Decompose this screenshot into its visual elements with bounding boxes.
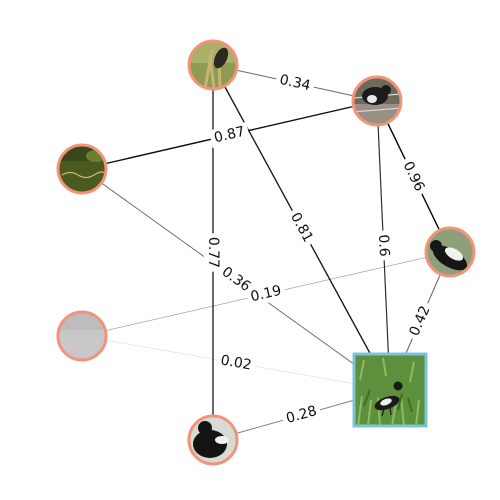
edge-weight-text: 0.19 (249, 283, 283, 306)
edge-weight-label: 0.42 (404, 299, 436, 343)
edge-label-background (208, 121, 251, 149)
graph-node-thumbnail[interactable] (351, 75, 403, 127)
edge-weight-label: 0.34 (274, 70, 316, 96)
edge-weight-text: 0.02 (219, 352, 252, 373)
edge-weight-label: 0.96 (397, 155, 430, 198)
edge-label-background (215, 260, 257, 299)
graph-node-thumbnail[interactable] (56, 143, 108, 195)
edge-labels-layer: 0.340.870.960.770.810.60.360.190.420.020… (204, 70, 436, 429)
graph-node-thumbnail[interactable] (187, 39, 239, 91)
graph-node-thumbnail[interactable] (424, 226, 476, 278)
edge-weight-label: 0.28 (280, 401, 323, 429)
edge-weight-label: 0.87 (208, 121, 251, 149)
edge-weight-text: 0.6 (375, 234, 392, 257)
edge-label-background (397, 155, 430, 198)
nodes-layer (56, 39, 476, 466)
graph-node-thumbnail[interactable] (187, 414, 239, 466)
edge-weight-label: 0.81 (284, 206, 319, 249)
edge-weight-text: 0.87 (213, 124, 247, 147)
edge-label-background (404, 299, 436, 343)
edge-weight-text: 0.77 (205, 237, 221, 268)
graph-node-thumbnail-focus[interactable] (352, 352, 428, 428)
edge-label-background (373, 230, 394, 261)
edge-weight-label: 0.19 (245, 280, 287, 308)
edge-label-background (215, 350, 257, 376)
edge-weight-label: 0.02 (215, 350, 257, 376)
edge-label-background (280, 401, 323, 429)
edge-label-background (274, 70, 316, 96)
edge-weight-label: 0.6 (373, 230, 394, 261)
edge-label-background (204, 233, 222, 272)
edge-label-background (245, 280, 287, 308)
graph-node-thumbnail[interactable] (56, 310, 108, 362)
edge-weight-text: 0.34 (278, 72, 312, 94)
edge-weight-label: 0.77 (204, 233, 222, 272)
edge-label-background (284, 206, 319, 249)
